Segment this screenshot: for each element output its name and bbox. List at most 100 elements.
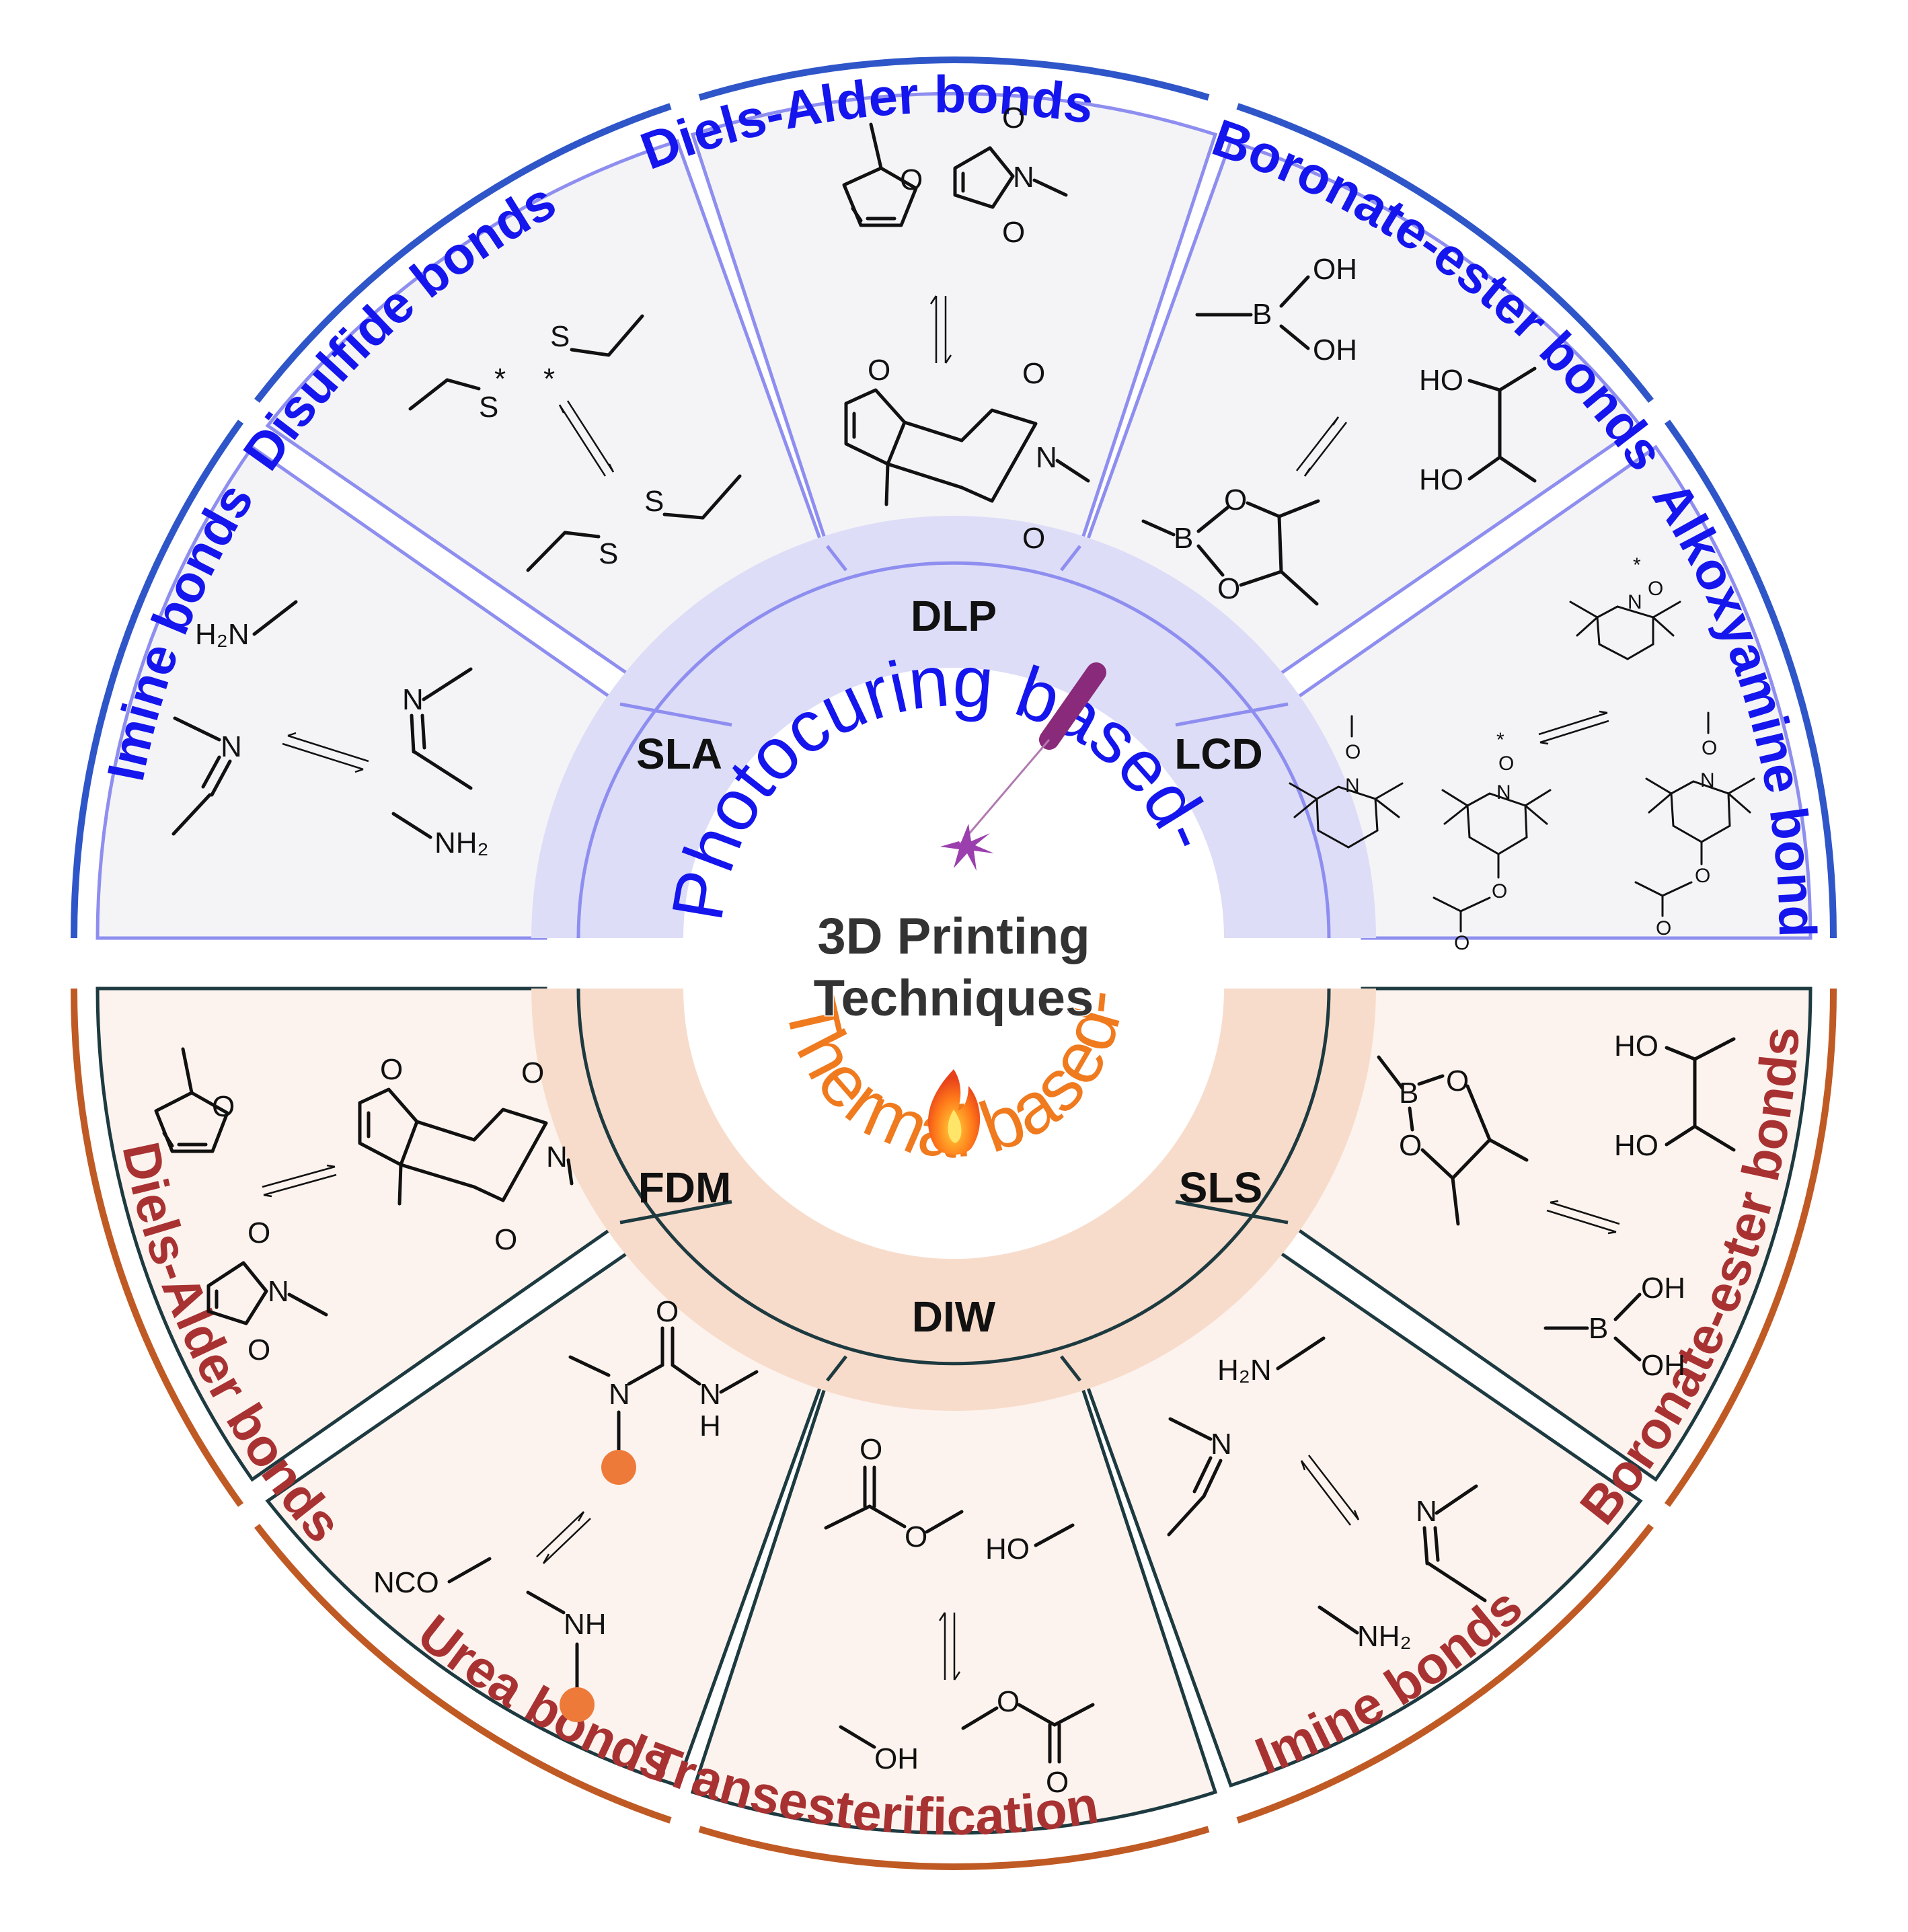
svg-text:O: O	[656, 1295, 679, 1328]
svg-text:S: S	[550, 320, 570, 353]
svg-text:HO: HO	[1419, 364, 1463, 397]
svg-text:B: B	[1589, 1312, 1608, 1345]
svg-text:O: O	[1648, 578, 1663, 600]
svg-text:H₂N: H₂N	[1217, 1354, 1272, 1387]
svg-text:O: O	[380, 1053, 403, 1086]
svg-text:O: O	[1022, 357, 1045, 390]
hub-title-line2: Techniques	[814, 970, 1094, 1027]
chem-transesterification-thermal: O O HO OH O O	[824, 1433, 1095, 1799]
svg-text:*: *	[1633, 554, 1641, 576]
svg-text:N: N	[1036, 441, 1057, 474]
svg-text:O: O	[997, 1685, 1020, 1718]
svg-text:S: S	[644, 485, 664, 518]
svg-text:OH: OH	[1313, 334, 1357, 366]
svg-text:N: N	[1628, 591, 1642, 613]
svg-text:B: B	[1252, 298, 1272, 331]
chem-imine-photo: H₂N N N NH₂	[171, 600, 489, 859]
svg-text:B: B	[1399, 1077, 1418, 1110]
svg-text:N: N	[1345, 775, 1360, 797]
svg-text:NCO: NCO	[373, 1566, 439, 1599]
svg-text:NH: NH	[564, 1608, 607, 1641]
svg-text:O: O	[860, 1433, 882, 1466]
svg-text:O: O	[247, 1216, 270, 1249]
chem-alkoxyamine-photo: * O N O N * O N O O O N O	[1289, 554, 1755, 954]
svg-text:N: N	[268, 1275, 289, 1308]
technique-diw: DIW	[912, 1292, 996, 1341]
svg-text:NH₂: NH₂	[434, 826, 489, 859]
svg-text:O: O	[1498, 752, 1514, 775]
svg-text:OH: OH	[1313, 253, 1357, 286]
svg-text:O: O	[1492, 880, 1507, 902]
svg-text:*: *	[543, 362, 555, 395]
chem-disulfide-photo: S * * S S S	[408, 314, 742, 572]
svg-text:O: O	[247, 1334, 270, 1366]
svg-text:O: O	[905, 1520, 927, 1553]
technique-dlp: DLP	[911, 592, 997, 640]
photo-technique-ring	[531, 516, 1376, 938]
svg-text:N: N	[221, 730, 242, 763]
svg-text:O: O	[1217, 572, 1240, 605]
svg-text:NH₂: NH₂	[1357, 1620, 1412, 1653]
thermal-outer-arc	[70, 988, 1837, 1870]
chem-boronate-thermal: B O O HO HO B OH OH	[1377, 1030, 1736, 1382]
svg-text:O: O	[1656, 917, 1671, 939]
chem-urea-thermal: N O N H NCO NH	[373, 1295, 759, 1722]
chem-diels-alder-photo: O O O N O O O N	[842, 102, 1090, 555]
svg-text:N: N	[546, 1141, 568, 1173]
flame-icon	[927, 1069, 981, 1155]
svg-text:O: O	[1695, 865, 1710, 887]
thermal-half: FDM DIW SLS Diels-Alder bonds Urea bonds…	[70, 987, 1837, 1870]
svg-text:O: O	[1224, 484, 1247, 516]
svg-text:H: H	[699, 1409, 721, 1442]
svg-text:OH: OH	[874, 1742, 919, 1775]
chem-diels-alder-thermal: O O O O N O O N	[154, 1047, 574, 1366]
svg-text:O: O	[1046, 1766, 1069, 1799]
svg-text:OH: OH	[1641, 1349, 1685, 1382]
chem-imine-thermal: H₂N N N NH₂	[1167, 1336, 1487, 1653]
photocuring-half: SLA DLP LCD Imine bonds Disulfide bonds …	[0, 0, 1837, 940]
laser-pen-icon	[940, 662, 1106, 871]
thermal-technique-ring	[531, 989, 1376, 1411]
polymer-bead-icon	[560, 1687, 595, 1722]
svg-text:O: O	[521, 1056, 544, 1089]
photo-ring-border	[576, 561, 1331, 939]
svg-text:O: O	[1399, 1129, 1422, 1162]
svg-text:S: S	[479, 391, 498, 424]
svg-text:HO: HO	[1614, 1129, 1658, 1162]
svg-text:*: *	[494, 362, 506, 395]
svg-text:H₂N: H₂N	[195, 618, 250, 651]
thermal-ring-border	[576, 988, 1331, 1366]
svg-text:O: O	[1345, 741, 1361, 763]
svg-text:O: O	[1446, 1065, 1469, 1097]
svg-text:O: O	[1702, 737, 1717, 759]
svg-text:N: N	[402, 683, 424, 716]
svg-text:OH: OH	[1641, 1272, 1685, 1305]
svg-text:O: O	[1002, 102, 1025, 134]
svg-text:S: S	[599, 537, 618, 570]
svg-text:O: O	[494, 1223, 517, 1256]
svg-text:B: B	[1174, 522, 1193, 555]
svg-text:N: N	[699, 1378, 721, 1411]
technique-sls: SLS	[1179, 1163, 1262, 1212]
technique-lcd: LCD	[1174, 730, 1263, 778]
svg-text:O: O	[1454, 932, 1470, 954]
svg-text:N: N	[1211, 1428, 1232, 1461]
svg-text:N: N	[1013, 161, 1034, 194]
svg-text:O: O	[1002, 216, 1025, 249]
svg-text:HO: HO	[1419, 463, 1463, 496]
svg-text:O: O	[1022, 522, 1045, 555]
polymer-bead-icon	[601, 1450, 636, 1485]
svg-text:*: *	[1496, 729, 1504, 751]
technique-fdm: FDM	[638, 1163, 732, 1212]
svg-text:O: O	[900, 163, 923, 196]
svg-text:N: N	[609, 1378, 630, 1411]
technique-sla: SLA	[636, 730, 722, 778]
photo-outer-arc	[70, 56, 1837, 939]
svg-text:O: O	[212, 1090, 235, 1123]
svg-text:N: N	[1416, 1495, 1437, 1528]
hub-title-line1: 3D Printing	[817, 908, 1090, 965]
svg-text:HO: HO	[985, 1533, 1030, 1566]
svg-text:HO: HO	[1614, 1030, 1658, 1062]
chem-boronate-photo: B OH OH HO HO B O O	[1141, 253, 1537, 606]
